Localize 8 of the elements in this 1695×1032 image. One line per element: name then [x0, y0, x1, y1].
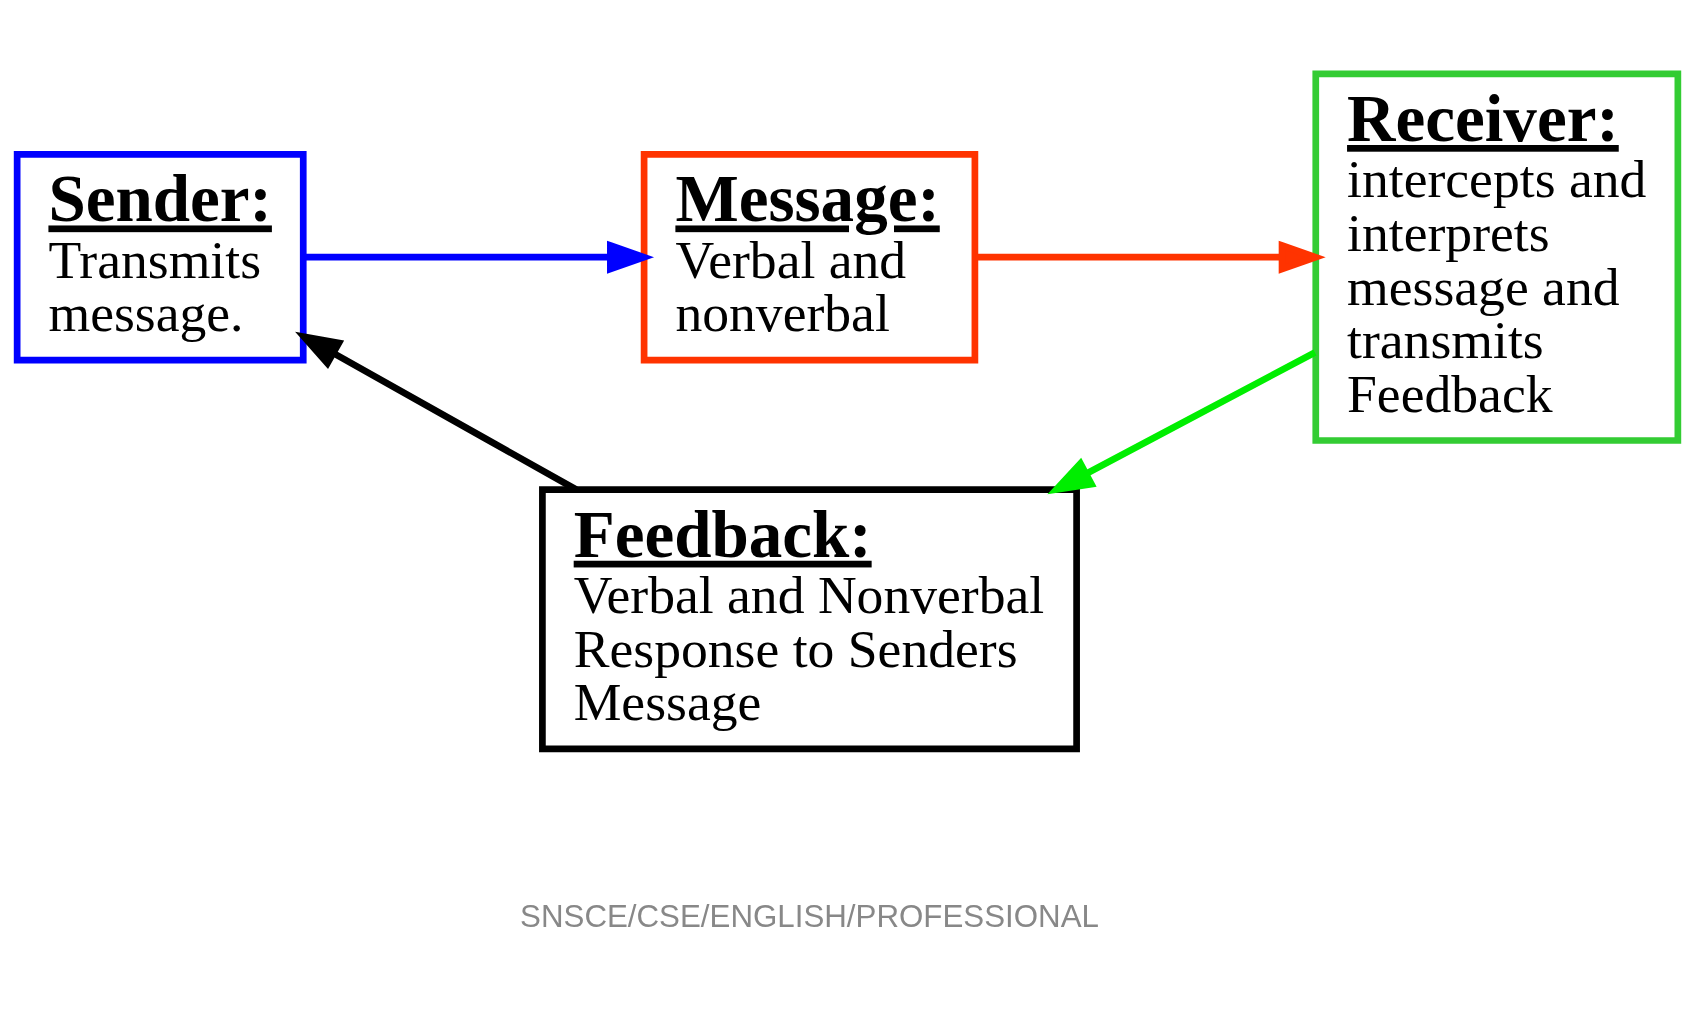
node-box: Sender: Transmits message. [13, 150, 307, 363]
node-box: Message: Verbal and nonverbal [640, 150, 979, 363]
node-box: Receiver: intercepts and interprets message and transmits Feedback [1312, 70, 1682, 444]
label: SNSCE/CSE/ENGLISH/PROFESSIONAL [520, 898, 1099, 934]
arrow [1047, 349, 1317, 494]
arrow [303, 240, 655, 274]
node-box: Feedback: Verbal and Nonverbal Response to Senders Message [539, 485, 1080, 752]
arrow [975, 240, 1326, 274]
